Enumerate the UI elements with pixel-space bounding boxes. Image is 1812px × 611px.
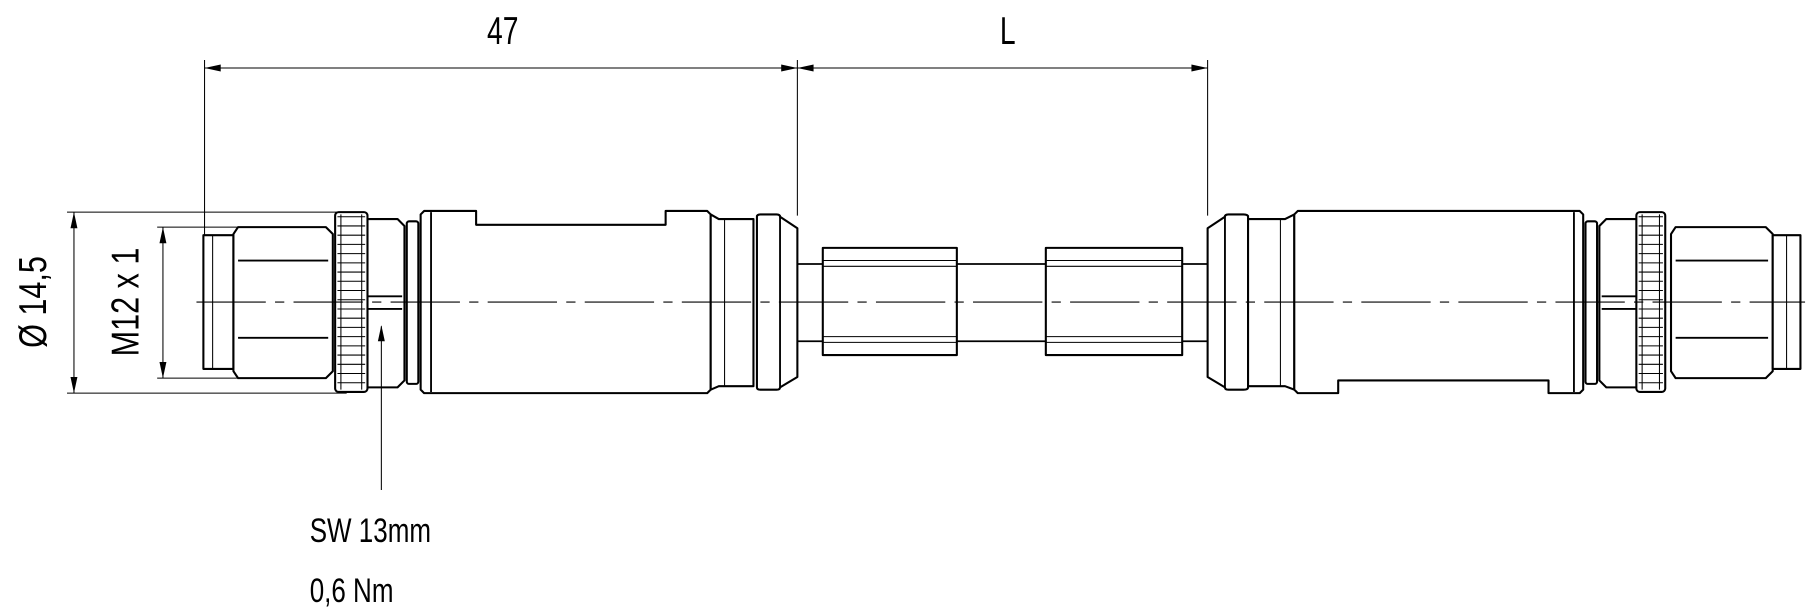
length-dimension-L: L: [797, 9, 1209, 216]
dimension-L-label: L: [1000, 9, 1016, 53]
wrench-leader: [377, 325, 385, 490]
length-dimension-47: 47: [204, 9, 798, 237]
thread-dimension: M12 x 1: [104, 226, 237, 379]
diameter-dimension: Ø 14,5: [12, 211, 347, 394]
dimension-47-label: 47: [487, 9, 518, 53]
diameter-label: Ø 14,5: [12, 256, 56, 348]
wrench-size-label: SW 13mm: [310, 511, 431, 549]
torque-label: 0,6 Nm: [310, 571, 394, 609]
left-connector: [202, 209, 799, 395]
thread-label: M12 x 1: [104, 248, 148, 357]
